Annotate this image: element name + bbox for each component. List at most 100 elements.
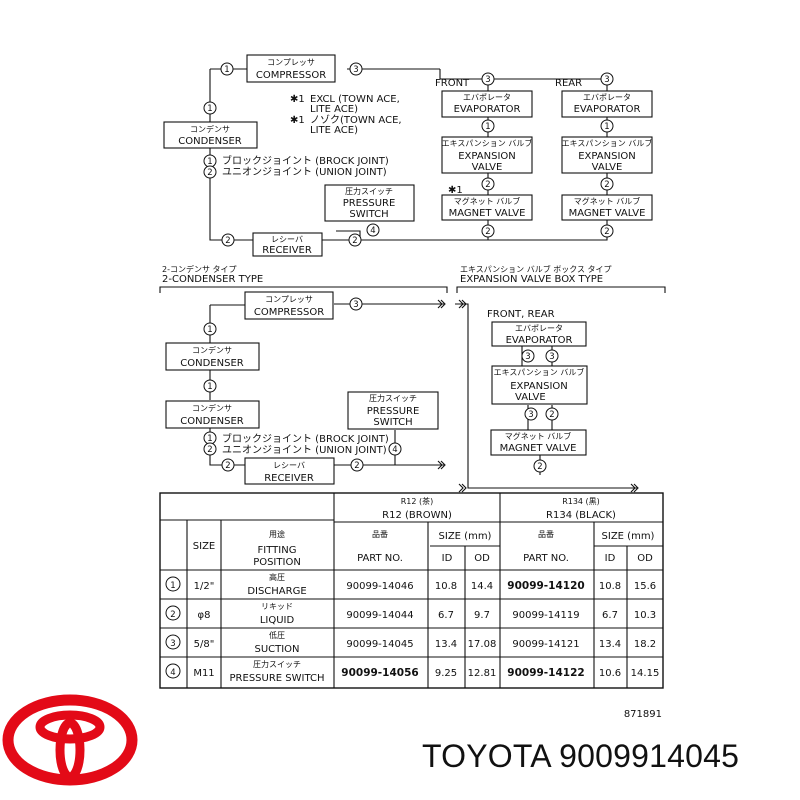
condenser-label-2a: CONDENSER — [180, 358, 243, 369]
r134-part-cell: 90099-14121 — [512, 639, 579, 650]
two-condenser-title: 2-CONDENSER TYPE — [162, 274, 263, 285]
svg-text:3: 3 — [525, 352, 530, 362]
compressor-jp-label-2: コンプレッサ — [265, 295, 313, 304]
table-row: 4 圧力スイッチ PRESSURE SWITCH M11 90099-14056 9.25… — [165, 659, 660, 684]
condenser-box-2a — [165, 342, 260, 371]
magnet-valve-box-3 — [490, 429, 587, 456]
box-type-jp-title: エキスパンション バルブ ボックス タイプ — [460, 264, 612, 274]
condenser-label: CONDENSER — [178, 136, 241, 147]
size-cell: φ8 — [198, 610, 211, 621]
note-excl-line1: EXCL (TOWN ACE, — [310, 94, 400, 105]
front-magnet-valve-jp-label: マグネット バルブ — [454, 196, 521, 206]
front-evaporator-jp-label: エバポレータ — [463, 93, 511, 102]
r134-part-cell: 90099-14120 — [507, 580, 584, 592]
svg-text:1: 1 — [207, 325, 212, 335]
receiver-label: RECEIVER — [262, 245, 312, 256]
front-expansion-valve-box — [441, 136, 533, 174]
toyota-logo — [2, 694, 138, 786]
r12-part-cell: 90099-14046 — [346, 581, 413, 592]
r134-id-cell: 6.7 — [602, 610, 618, 621]
size-cell: M11 — [193, 668, 214, 679]
pressure-switch-jp-label-2: 圧力スイッチ — [369, 393, 417, 403]
legend-brock-joint: ブロックジョイント (BROCK JOINT) — [222, 154, 389, 167]
row-number: 1 — [170, 581, 175, 591]
position-jp-header: 用途 — [269, 529, 285, 539]
position-cell: PRESSURE SWITCH — [230, 673, 325, 684]
rear-expansion-valve-label-2: VALVE — [592, 162, 623, 173]
rear-expansion-valve-label: EXPANSION — [578, 151, 636, 162]
r12-od-cell: 9.7 — [474, 610, 490, 621]
position-cell: SUCTION — [254, 644, 299, 655]
position-jp-cell: 高圧 — [269, 572, 285, 582]
pressure-switch-box — [324, 184, 415, 222]
svg-text:3: 3 — [485, 75, 490, 85]
condenser-jp-label: コンデンサ — [190, 124, 230, 134]
magnet-note-mark: ✱1 — [448, 185, 463, 196]
evaporator-jp-label-3: エバポレータ — [515, 324, 563, 333]
r12-id-cell: 6.7 — [438, 610, 454, 621]
r134-od-cell: 18.2 — [634, 639, 656, 650]
svg-text:2: 2 — [537, 462, 542, 472]
rear-magnet-valve-box — [561, 194, 653, 221]
expansion-valve-label-3b: VALVE — [515, 392, 546, 403]
joint-markers-2: 3 1 1 1 2 2 2 4 — [203, 297, 402, 472]
size-cell: 5/8" — [194, 639, 215, 650]
box-type-title: EXPANSION VALVE BOX TYPE — [460, 274, 603, 285]
r134-od-cell: 15.6 — [634, 581, 656, 592]
front-magnet-valve-label: MAGNET VALVE — [449, 208, 526, 219]
note-mark: ✱1 — [290, 94, 305, 105]
r12-part-cell: 90099-14056 — [341, 667, 418, 679]
rear-magnet-valve-label: MAGNET VALVE — [569, 208, 646, 219]
r134-od-cell: 10.3 — [634, 610, 656, 621]
svg-text:1: 1 — [207, 382, 212, 392]
receiver-jp-label: レシーバ — [271, 235, 303, 244]
two-condenser-jp-title: 2-コンデンサ タイプ — [162, 264, 237, 274]
two-condenser-diagram: 2-コンデンサ タイプ 2-CONDENSER TYPE コンプレッサ COMP… — [159, 264, 448, 485]
expansion-valve-jp-label-3: エキスパンション バルブ — [494, 367, 585, 377]
svg-text:2: 2 — [604, 180, 609, 190]
r134-jp-header: R134 (黒) — [562, 497, 600, 506]
r134-od-cell: 14.15 — [631, 668, 660, 679]
r12-part-header: PART NO. — [357, 553, 403, 564]
r134-id-cell: 13.4 — [599, 639, 621, 650]
rear-evaporator-label: EVAPORATOR — [574, 104, 641, 115]
r134-part-cell: 90099-14122 — [507, 667, 584, 679]
magnet-valve-jp-label-3: マグネット バルブ — [505, 431, 572, 441]
r134-part-jp-header: 品番 — [538, 529, 554, 539]
svg-text:1: 1 — [207, 104, 212, 114]
legend-union-joint: ユニオンジョイント (UNION JOINT) — [222, 166, 387, 178]
position-header-2: POSITION — [253, 557, 301, 568]
receiver-box — [252, 232, 323, 257]
condenser-label-2b: CONDENSER — [180, 416, 243, 427]
position-cell: LIQUID — [260, 615, 295, 626]
svg-text:2: 2 — [485, 180, 490, 190]
svg-text:1: 1 — [207, 434, 212, 444]
condenser-jp-label-2a: コンデンサ — [192, 345, 232, 355]
magnet-valve-label-3: MAGNET VALVE — [500, 443, 577, 454]
joint-markers-3: 3 3 3 2 2 — [521, 349, 559, 473]
svg-text:3: 3 — [604, 75, 609, 85]
row-number: 3 — [170, 639, 175, 649]
svg-text:2: 2 — [207, 445, 212, 455]
r12-id-cell: 9.25 — [435, 668, 457, 679]
note-only-line2: LITE ACE) — [310, 125, 358, 136]
r134-part-header: PART NO. — [523, 553, 569, 564]
row-number: 4 — [170, 668, 175, 678]
r12-id-cell: 10.8 — [435, 581, 457, 592]
rear-expansion-valve-jp-label: エキスパンション バルブ — [562, 138, 653, 148]
receiver-label-2: RECEIVER — [264, 473, 314, 484]
position-jp-cell: 圧力スイッチ — [253, 659, 301, 669]
r134-header: R134 (BLACK) — [546, 510, 616, 521]
note-only-line1: ノゾク(TOWN ACE, — [310, 114, 402, 126]
r12-jp-header: R12 (茶) — [401, 496, 434, 506]
svg-text:2: 2 — [225, 236, 230, 246]
svg-text:1: 1 — [207, 157, 212, 167]
svg-text:4: 4 — [370, 226, 375, 236]
condenser-jp-label-2b: コンデンサ — [192, 403, 232, 413]
svg-text:2: 2 — [354, 461, 359, 471]
row-number-circle — [165, 663, 181, 679]
r12-id-cell: 13.4 — [435, 639, 457, 650]
